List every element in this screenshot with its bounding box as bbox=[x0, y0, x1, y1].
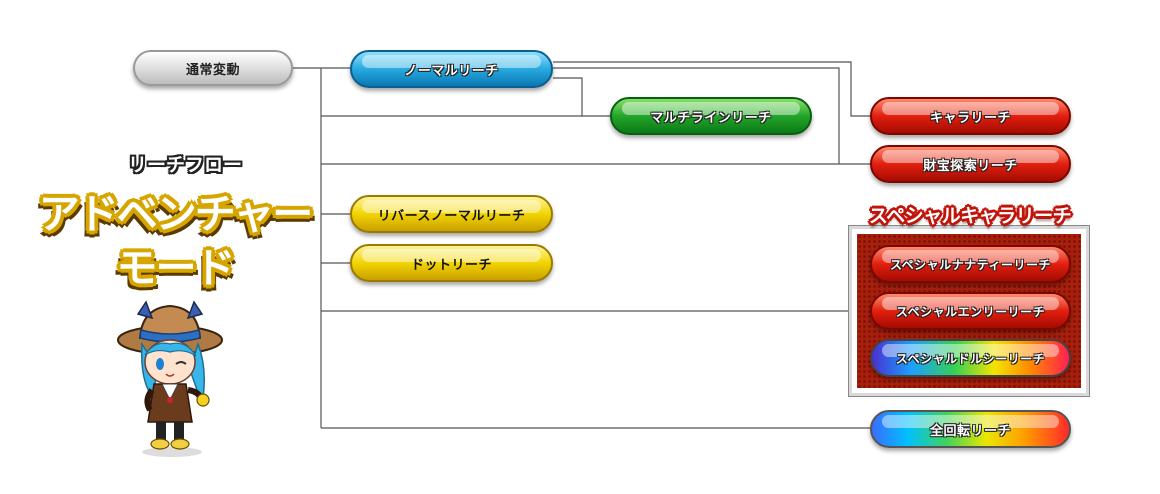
mascot-character-illustration bbox=[117, 300, 223, 457]
connector-normal-to-multiline bbox=[553, 77, 610, 117]
node-reverse-normal-reach-label: リバースノーマルリーチ bbox=[377, 208, 526, 224]
node-dot-reach: ドットリーチ bbox=[350, 244, 553, 282]
logo-subtitle: リーチフロー bbox=[127, 154, 242, 176]
node-treasure-reach-label: 財宝探索リーチ bbox=[923, 158, 1018, 174]
special-chara-reach-title: スペシャルキャラリーチ bbox=[868, 205, 1072, 227]
connector-normal-to-chara bbox=[553, 61, 870, 117]
node-all-rotation-reach: 全回転リーチ bbox=[870, 410, 1071, 448]
node-normal-reach-label: ノーマルリーチ bbox=[404, 63, 499, 79]
node-special-dorcy-reach-label: スペシャルドルシーリーチ bbox=[895, 351, 1046, 366]
node-normal-reach: ノーマルリーチ bbox=[350, 50, 553, 88]
node-normal-variation: 通常変動 bbox=[133, 50, 293, 86]
node-chara-reach-label: キャラリーチ bbox=[929, 110, 1011, 126]
node-special-dorcy-reach: スペシャルドルシーリーチ bbox=[870, 339, 1071, 377]
node-treasure-reach: 財宝探索リーチ bbox=[870, 145, 1071, 183]
node-all-rotation-reach-label: 全回転リーチ bbox=[929, 423, 1011, 439]
node-multi-line-reach-label: マルチラインリーチ bbox=[650, 110, 772, 126]
node-special-nanaty-reach-label: スペシャルナナティーリーチ bbox=[890, 257, 1051, 272]
logo-title-line2: モード bbox=[116, 244, 236, 292]
node-multi-line-reach: マルチラインリーチ bbox=[610, 97, 812, 135]
node-special-enry-reach: スペシャルエンリーリーチ bbox=[870, 292, 1071, 330]
node-reverse-normal-reach: リバースノーマルリーチ bbox=[350, 195, 553, 233]
node-chara-reach: キャラリーチ bbox=[870, 97, 1071, 135]
logo-title-line1: アドベンチャー bbox=[38, 190, 314, 238]
node-normal-variation-label: 通常変動 bbox=[185, 62, 240, 78]
node-special-nanaty-reach: スペシャルナナティーリーチ bbox=[870, 245, 1071, 283]
node-special-enry-reach-label: スペシャルエンリーリーチ bbox=[895, 304, 1046, 319]
connector-normal-to-treasure bbox=[553, 67, 840, 164]
node-dot-reach-label: ドットリーチ bbox=[410, 257, 492, 273]
